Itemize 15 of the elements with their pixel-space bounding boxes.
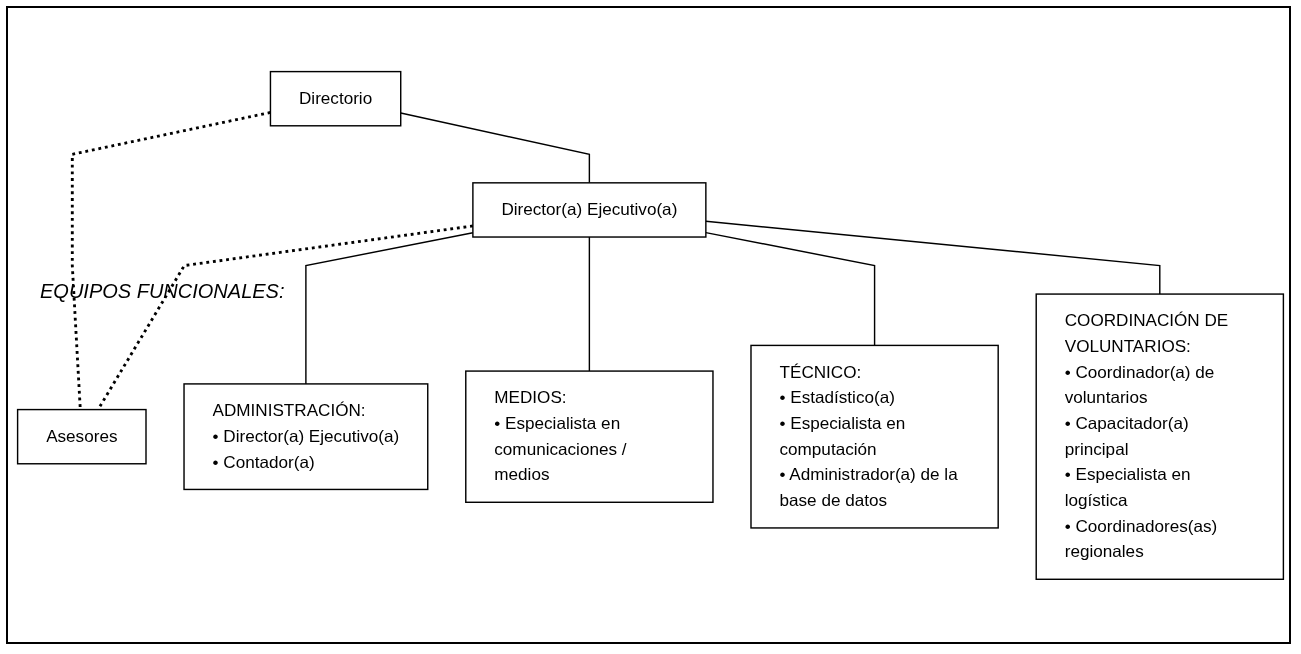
connector: [70, 110, 271, 410]
node-box: MEDIOS: • Especialista en comunicaciones / medios: [465, 369, 714, 503]
node-box: TÉCNICO: • Estadístico(a) • Especialista en computación • Administrador(a) de la base de datos: [750, 344, 999, 529]
node-box: ADMINISTRACIÓN: • Director(a) Ejecutivo(a) • Contador(a): [183, 382, 429, 490]
connector: [705, 231, 876, 346]
node-box: Directorio: [269, 70, 402, 127]
connector: [400, 111, 591, 184]
connector: [588, 235, 591, 372]
connector: [96, 224, 474, 410]
node-box: COORDINACIÓN DE VOLUNTARIOS: • Coordinador(a) de voluntarios • Capacitador(a) principal • Especialista en logística • Coordinadores(as) regionales: [1035, 292, 1285, 580]
node-box: Asesores: [16, 408, 147, 465]
connector: [705, 220, 1161, 295]
section-heading: EQUIPOS FUNCIONALES:: [40, 280, 285, 303]
node-box: Director(a) Ejecutivo(a): [472, 181, 707, 238]
connector: [305, 231, 474, 385]
